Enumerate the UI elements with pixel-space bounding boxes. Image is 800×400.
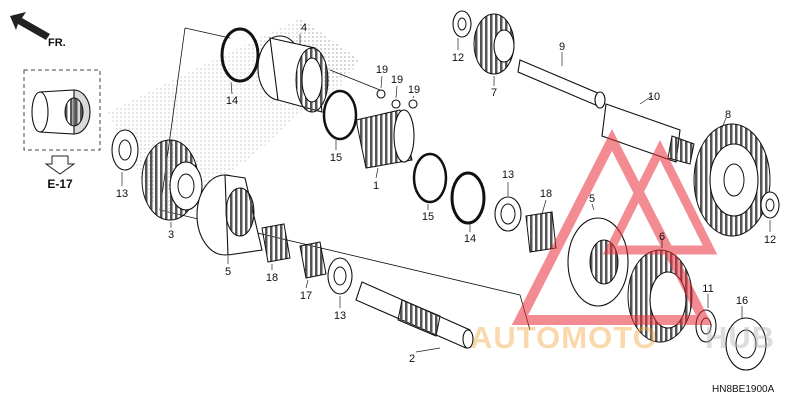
down-arrow-icon [44, 155, 76, 175]
callout-13b: 13 [502, 169, 514, 181]
reference-label: E-17 [47, 177, 73, 191]
watermark-text-b: HUB [705, 320, 775, 355]
gear-icon [196, 174, 263, 256]
callout-12a: 12 [452, 52, 464, 64]
gear-icon [693, 123, 771, 237]
callout-1: 1 [373, 180, 379, 192]
callout-15b: 15 [422, 211, 434, 223]
callout-18a: 18 [266, 272, 278, 284]
drawing-code: HN8BE1900A [712, 384, 775, 395]
callout-13a: 13 [116, 188, 128, 200]
shaft-icon [517, 59, 606, 109]
callout-8: 8 [725, 109, 731, 121]
callout-3: 3 [168, 229, 174, 241]
callout-19a: 19 [376, 64, 388, 76]
callout-4: 4 [301, 22, 307, 34]
gear-icon [473, 13, 515, 75]
ball-icon [391, 99, 401, 109]
reference-inset: E-17 [23, 69, 101, 191]
callout-16: 16 [736, 295, 748, 307]
callout-5a: 5 [225, 266, 231, 278]
callout-9: 9 [559, 41, 565, 53]
needle-bearing-icon [261, 223, 291, 263]
watermark-text-a: AUTOMOTO [470, 320, 658, 355]
parts-drawings [111, 10, 780, 371]
callout-14a: 14 [226, 95, 238, 107]
callout-19b: 19 [391, 74, 403, 86]
front-arrow-icon [10, 12, 50, 40]
needle-bearing-icon [299, 241, 327, 279]
bearing-inset-icon [31, 89, 91, 135]
callout-6: 6 [659, 231, 665, 243]
circlip-icon [322, 89, 358, 141]
callout-18b: 18 [540, 188, 552, 200]
needle-bearing-icon [525, 211, 557, 253]
ball-bearing-icon [725, 317, 767, 371]
direction-label: FR. [48, 37, 66, 49]
callout-12b: 12 [764, 234, 776, 246]
circlip-icon [412, 152, 448, 204]
direction-indicator: FR. [10, 12, 66, 49]
callout-5b: 5 [589, 193, 595, 205]
callout-15a: 15 [330, 152, 342, 164]
callout-19c: 19 [408, 84, 420, 96]
watermark: AUTOMOTO HUB [470, 129, 775, 355]
callout-2: 2 [409, 353, 415, 365]
callout-13c: 13 [334, 310, 346, 322]
callout-7: 7 [491, 87, 497, 99]
clutch-drum-icon [257, 35, 329, 113]
ball-icon [376, 89, 386, 99]
watermark-logo-icon [511, 129, 718, 325]
leader-lines [121, 34, 771, 353]
hub-icon [355, 109, 415, 169]
callout-17: 17 [300, 290, 312, 302]
ball-icon [408, 99, 418, 109]
callout-10: 10 [648, 91, 660, 103]
shaft-icon [355, 281, 474, 349]
callout-labels: 1 2 3 4 5 5 6 7 8 9 10 11 12 12 13 13 13… [116, 22, 776, 365]
circlip-icon [220, 27, 260, 83]
callout-14b: 14 [464, 233, 476, 245]
callout-11: 11 [702, 283, 713, 295]
gear-icon [141, 139, 203, 221]
circlip-icon [450, 171, 486, 225]
